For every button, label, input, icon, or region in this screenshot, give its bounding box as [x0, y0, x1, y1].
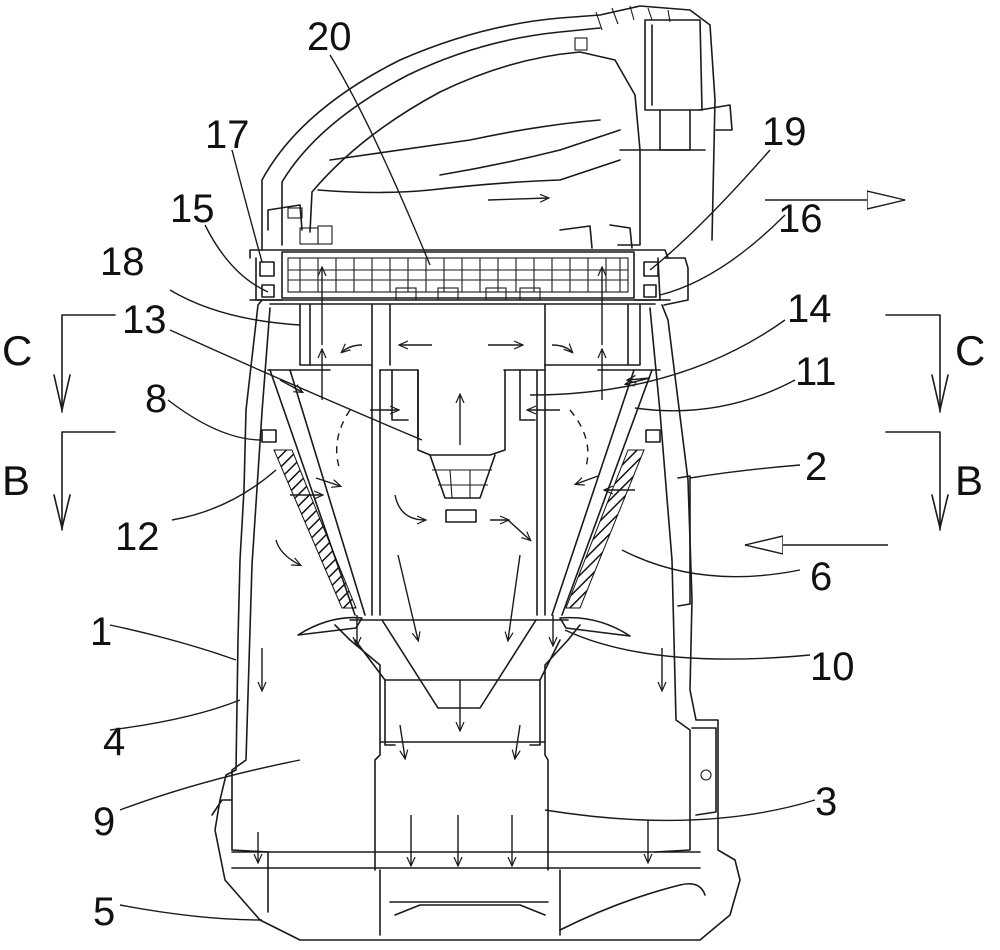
- outer-housing: [211, 299, 741, 941]
- label-6: 6: [810, 555, 832, 599]
- label-2: 2: [805, 445, 827, 489]
- leader-lines: [109, 54, 816, 921]
- label-5: 5: [93, 890, 115, 934]
- section-b-right: B: [955, 457, 983, 504]
- label-20: 20: [307, 15, 352, 59]
- label-10: 10: [810, 645, 855, 689]
- section-c-left: C: [2, 327, 32, 374]
- top-filter-assembly: [249, 249, 689, 306]
- airflow-arrows: [258, 198, 662, 865]
- label-13: 13: [122, 298, 167, 342]
- label-9: 9: [93, 800, 115, 844]
- label-15: 15: [170, 187, 215, 231]
- label-14: 14: [787, 287, 832, 331]
- section-cut-marks: C C B B: [2, 314, 985, 531]
- label-16: 16: [778, 197, 823, 241]
- section-b-left: B: [2, 457, 30, 504]
- label-3: 3: [815, 780, 837, 824]
- label-8: 8: [145, 377, 167, 421]
- section-c-right: C: [955, 327, 985, 374]
- label-1: 1: [90, 610, 112, 654]
- label-4: 4: [103, 720, 125, 764]
- label-11: 11: [795, 350, 837, 394]
- label-18: 18: [100, 240, 145, 284]
- label-12: 12: [115, 515, 160, 559]
- handle: [261, 5, 733, 251]
- label-19: 19: [762, 110, 807, 154]
- callout-labels: 20 17 19 15 16 18 13 14 11 8 2 12 6 1 10…: [90, 15, 855, 934]
- label-17: 17: [205, 113, 250, 157]
- large-flow-arrows: [745, 200, 905, 545]
